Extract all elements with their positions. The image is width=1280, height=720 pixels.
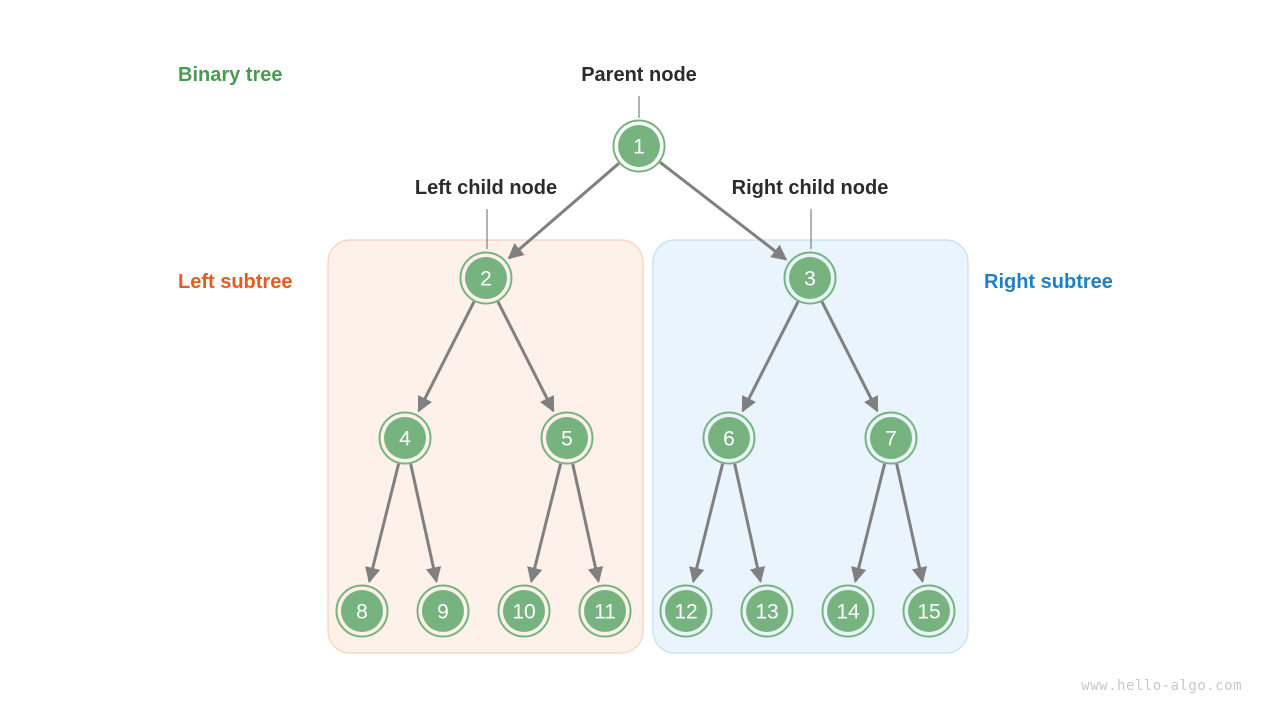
node-outer-ring: [612, 119, 666, 173]
node-outer-ring: [902, 584, 956, 638]
node-outer-ring: [702, 411, 756, 465]
tree-node-6[interactable]: 6: [702, 411, 756, 465]
node-outer-ring: [459, 251, 513, 305]
parent-node-label: Parent node: [581, 64, 697, 86]
tree-edge-n3-n6: [741, 300, 800, 413]
tree-edge-n4-n8: [365, 463, 401, 584]
node-outer-ring: [578, 584, 632, 638]
right-child-node-label: Right child node: [732, 177, 889, 199]
node-circle: [870, 417, 912, 459]
tree-node-2[interactable]: 2: [459, 251, 513, 305]
left-child-node-label: Left child node: [415, 177, 557, 199]
tree-edge-n6-n13: [733, 463, 766, 583]
node-value: 13: [755, 601, 778, 624]
node-outer-ring: [416, 584, 470, 638]
node-value: 11: [594, 601, 616, 624]
left-subtree-box: [327, 239, 644, 654]
node-value: 10: [512, 601, 535, 624]
tree-edge-n5-n11: [571, 463, 604, 583]
node-circle: [789, 257, 831, 299]
tree-node-4[interactable]: 4: [378, 411, 432, 465]
tree-node-8[interactable]: 8: [335, 584, 389, 638]
diagram-title: Binary tree: [178, 64, 283, 86]
node-value: 12: [674, 601, 697, 624]
node-value: 14: [836, 601, 860, 624]
watermark: www.hello-algo.com: [1081, 678, 1242, 694]
node-outer-ring: [821, 584, 875, 638]
tree-node-15[interactable]: 15: [902, 584, 956, 638]
node-value: 4: [399, 428, 411, 451]
node-circle: [584, 590, 626, 632]
tree-node-7[interactable]: 7: [864, 411, 918, 465]
tree-edge-n5-n10: [527, 463, 563, 584]
node-outer-ring: [335, 584, 389, 638]
tree-edge-n7-n15: [895, 463, 928, 583]
node-circle: [708, 417, 750, 459]
node-value: 6: [723, 428, 735, 451]
node-circle: [618, 125, 660, 167]
node-circle: [503, 590, 545, 632]
node-value: 3: [804, 268, 816, 291]
node-outer-ring: [659, 584, 713, 638]
tree-node-3[interactable]: 3: [783, 251, 837, 305]
node-outer-ring: [740, 584, 794, 638]
node-value: 7: [885, 428, 897, 451]
tree-edge-n3-n7: [820, 300, 879, 413]
node-outer-ring: [378, 411, 432, 465]
node-outer-ring: [540, 411, 594, 465]
tree-node-11[interactable]: 11: [578, 584, 632, 638]
tree-node-13[interactable]: 13: [740, 584, 794, 638]
tree-node-5[interactable]: 5: [540, 411, 594, 465]
tree-edge-n2-n4: [417, 300, 476, 413]
tree-edge-n7-n14: [851, 463, 887, 584]
tree-node-1[interactable]: 1: [612, 119, 666, 173]
node-value: 2: [480, 268, 492, 291]
subtree-regions: Left subtree Right subtree: [178, 239, 1113, 654]
node-circle: [546, 417, 588, 459]
node-circle: [341, 590, 383, 632]
node-circle: [908, 590, 950, 632]
left-subtree-label: Left subtree: [178, 271, 292, 293]
node-circle: [665, 590, 707, 632]
node-value: 9: [437, 601, 449, 624]
tree-node-9[interactable]: 9: [416, 584, 470, 638]
tree-node-14[interactable]: 14: [821, 584, 875, 638]
node-value: 15: [917, 601, 940, 624]
node-outer-ring: [497, 584, 551, 638]
tree-edge-n4-n9: [409, 463, 442, 583]
node-circle: [465, 257, 507, 299]
tree-node-12[interactable]: 12: [659, 584, 713, 638]
node-circle: [746, 590, 788, 632]
node-value: 8: [356, 601, 368, 624]
tree-edge-n2-n5: [496, 300, 555, 413]
right-subtree-label: Right subtree: [984, 271, 1113, 293]
tree-edge-n6-n12: [689, 463, 725, 584]
tree-edges: [365, 161, 928, 584]
tree-edge-n1-n3: [659, 161, 788, 261]
node-outer-ring: [783, 251, 837, 305]
tree-node-10[interactable]: 10: [497, 584, 551, 638]
node-value: 1: [633, 136, 645, 159]
node-outer-ring: [864, 411, 918, 465]
node-value: 5: [561, 428, 573, 451]
node-circle: [827, 590, 869, 632]
tree-edge-n1-n2: [507, 162, 620, 260]
node-circle: [384, 417, 426, 459]
node-circle: [422, 590, 464, 632]
